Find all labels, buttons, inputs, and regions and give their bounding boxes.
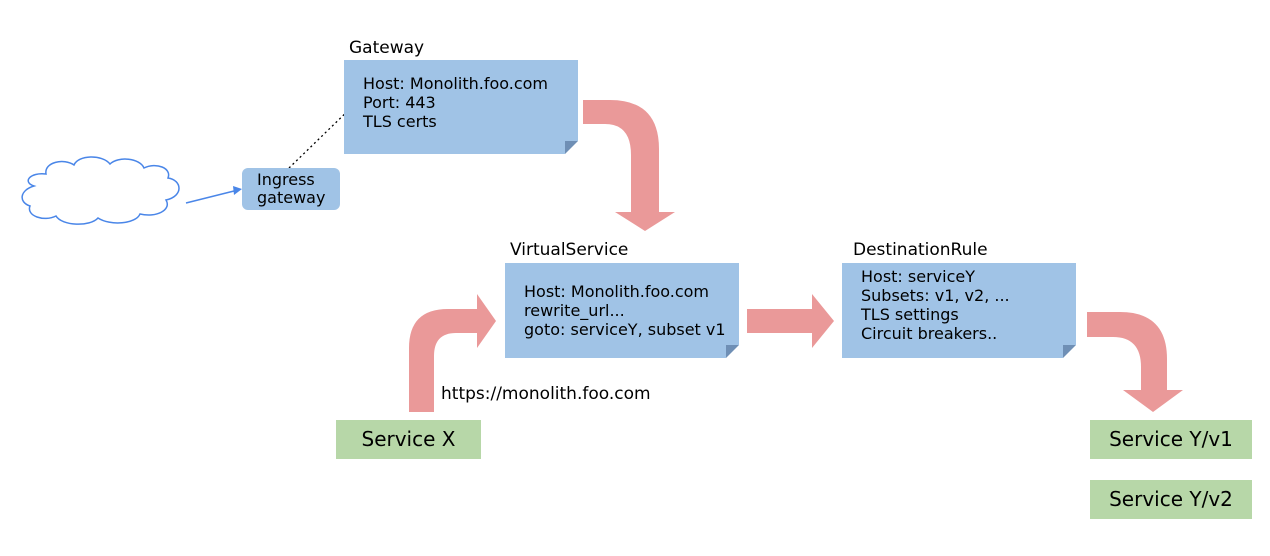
destinationrule-circuit-breakers: Circuit breakers.. (861, 324, 998, 343)
gateway-port: Port: 443 (363, 93, 436, 112)
service-y-v2-box: Service Y/v2 (1090, 480, 1252, 519)
destinationrule-host: Host: serviceY (861, 267, 975, 286)
servicex-to-virtualservice-arrow (409, 294, 496, 412)
virtualservice-fold-corner (726, 345, 739, 358)
virtualservice-rewrite: rewrite_url... (524, 301, 625, 320)
cloud-icon (21, 156, 180, 225)
destinationrule-note: Host: serviceY Subsets: v1, v2, ... TLS … (842, 263, 1076, 358)
destinationrule-to-servicey-arrow (1087, 312, 1183, 412)
virtualservice-goto: goto: serviceY, subset v1 (524, 320, 726, 339)
virtualservice-title: VirtualService (510, 240, 629, 260)
gateway-host: Host: Monolith.foo.com (363, 74, 549, 93)
service-x-box: Service X (336, 420, 481, 459)
ingress-label-line1: Ingress (257, 170, 315, 189)
url-label: https://monolith.foo.com (441, 384, 651, 404)
virtualservice-note: Host: Monolith.foo.com rewrite_url... go… (505, 263, 739, 358)
virtualservice-host: Host: Monolith.foo.com (524, 282, 710, 301)
destinationrule-fold-corner (1063, 345, 1076, 358)
cloud-to-ingress-arrowhead (233, 186, 242, 195)
ingress-gateway-box: Ingress gateway (242, 168, 340, 210)
destinationrule-subsets: Subsets: v1, v2, ... (861, 286, 1010, 305)
gateway-tls: TLS certs (363, 112, 437, 131)
gateway-note: Host: Monolith.foo.com Port: 443 TLS cer… (344, 60, 578, 154)
destinationrule-title: DestinationRule (853, 240, 988, 260)
gateway-to-virtualservice-arrow (583, 100, 675, 231)
gateway-fold-corner (565, 141, 578, 154)
service-y-v1-box: Service Y/v1 (1090, 420, 1252, 459)
destinationrule-tls: TLS settings (861, 305, 959, 324)
gateway-title: Gateway (349, 38, 425, 58)
virtualservice-to-destinationrule-arrow (747, 294, 834, 348)
cloud-to-ingress-arrow (185, 190, 235, 204)
ingress-label-line2: gateway (257, 188, 326, 207)
